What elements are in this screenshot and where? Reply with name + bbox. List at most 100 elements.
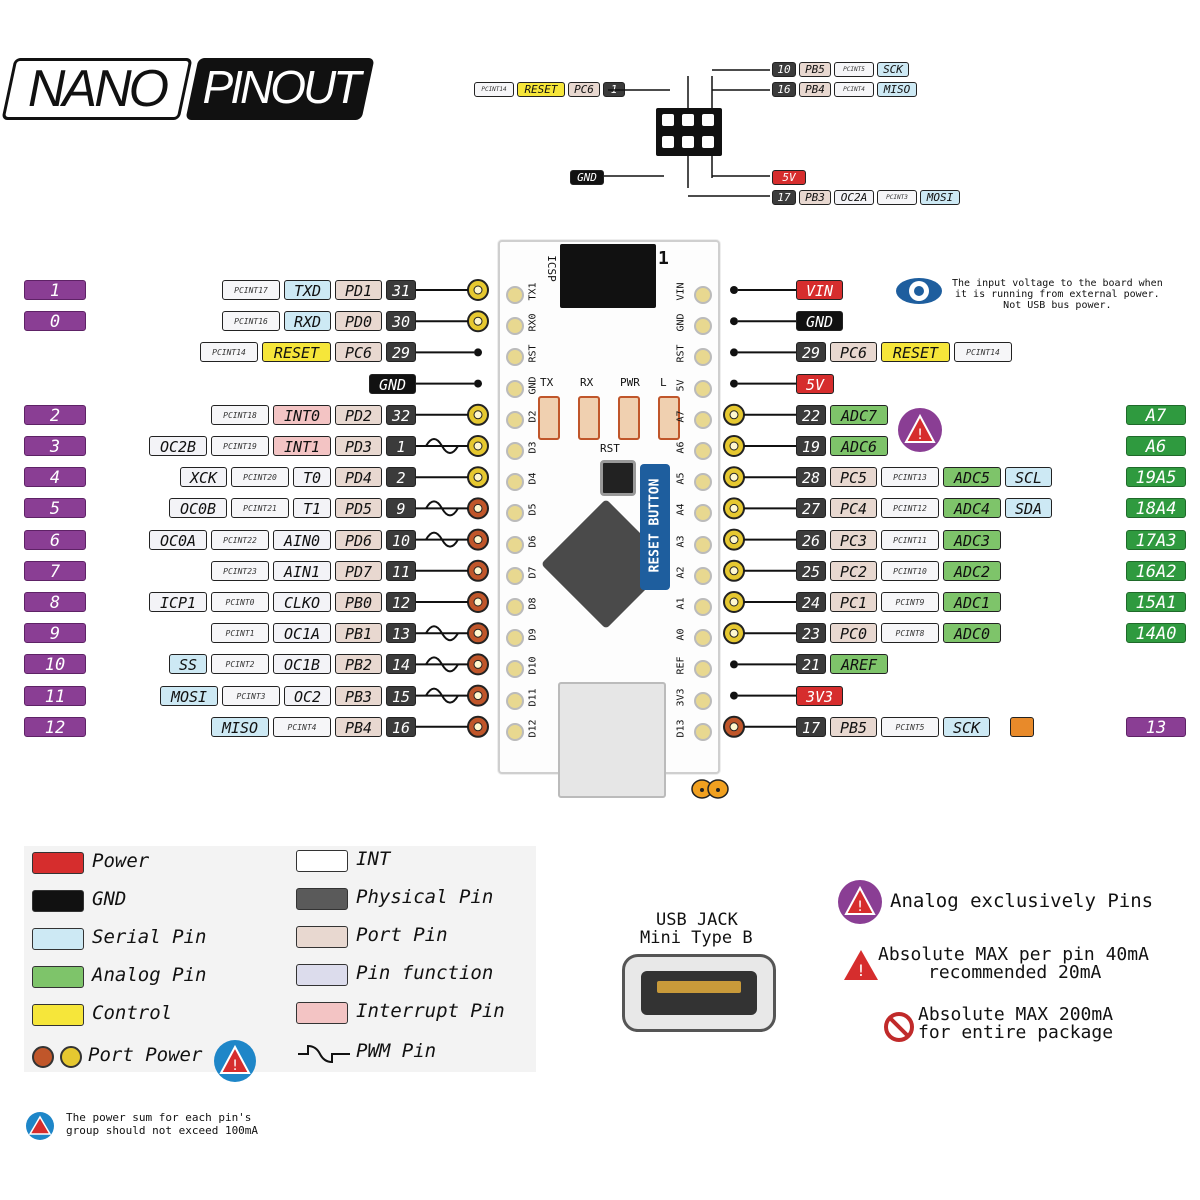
right-arduino-pin-number: A6: [1126, 436, 1186, 456]
board-pin-hole: [694, 504, 712, 523]
board-pin-hole: [506, 504, 524, 523]
legend-label: Analog Pin: [92, 964, 207, 986]
board-pin-hole: [506, 660, 524, 679]
led-label: TX: [540, 376, 554, 389]
left-arduino-pin-number: 8: [24, 592, 86, 612]
board-pin-hole: [694, 598, 712, 616]
left-pin-tag-port: PD6: [335, 529, 382, 550]
right-arduino-pin-number: 17A3: [1126, 529, 1186, 550]
legend-swatch: [32, 890, 84, 912]
left-arduino-pin-number: 9: [24, 623, 86, 644]
right-pin-tag-pcint: PCINT13: [881, 467, 939, 488]
left-pin-tag-func: AIN0: [273, 529, 331, 550]
icsp-pin: [662, 114, 674, 126]
led: [538, 396, 560, 440]
right-pin-tag-serial: SDA: [1005, 498, 1052, 519]
left-pin-tag-func: AIN1: [273, 560, 331, 581]
board-pin-hole: [694, 317, 712, 336]
right-port-dot: [730, 286, 738, 294]
led: [658, 396, 680, 440]
analog-exclusive-icon: !: [898, 408, 942, 452]
left-pin-tag-phys: 2: [386, 467, 416, 488]
legend-swatch: [296, 850, 348, 872]
left-pin-tag-pcint: PCINT3: [222, 685, 280, 706]
legend-swatch: [32, 852, 84, 874]
right-pin-tag-gnd: GND: [796, 311, 843, 332]
left-pin-tag-phys: 1: [386, 436, 416, 456]
icsp-tag: PCINT14: [474, 82, 514, 97]
right-pin-tag-analog: ADC3: [943, 529, 1001, 550]
left-pin-tag-port: PD7: [335, 560, 382, 581]
pwm-wave: [425, 625, 459, 642]
legend-label: Serial Pin: [92, 926, 207, 948]
pwm-icon: [298, 1044, 350, 1064]
left-pin-tag-phys: 15: [386, 685, 416, 706]
icsp-block: [560, 244, 656, 308]
left-pin-tag-pcint: PCINT4: [273, 716, 331, 737]
left-pin-tag-serial: TXD: [284, 280, 331, 300]
icsp-pin: [682, 114, 694, 126]
led: [618, 396, 640, 440]
left-arduino-pin-number: 2: [24, 404, 86, 425]
left-pin-tag-intr: INT1: [273, 436, 331, 456]
right-pin-tag-analog: ADC7: [830, 404, 888, 425]
right-pin-tag-phys: 22: [796, 404, 826, 425]
left-pin-tag-phys: 9: [386, 498, 416, 519]
icsp-tag: PB4: [799, 82, 831, 97]
svg-text:!: !: [232, 1058, 238, 1074]
left-arduino-pin-number: 6: [24, 529, 86, 550]
right-pin-tag-phys: 25: [796, 560, 826, 581]
right-port-dot: [730, 660, 738, 669]
left-arduino-pin-number: 12: [24, 716, 86, 737]
icsp-pin: [702, 136, 714, 148]
legend-swatch: [32, 966, 84, 988]
left-pin-tag-func: OC0B: [169, 498, 227, 519]
board-pin-hole: [506, 442, 524, 460]
board-pin-hole: [506, 629, 524, 648]
board-pin-hole: [694, 660, 712, 679]
left-pin-tag-func: OC1B: [273, 654, 331, 675]
legend-label: Interrupt Pin: [356, 1000, 505, 1022]
icsp-tag: PB5: [799, 62, 831, 77]
right-arduino-pin-number: A7: [1126, 404, 1186, 425]
legend-swatch: [296, 964, 348, 986]
left-port-dot: [474, 348, 482, 357]
left-pin-tag-intr: INT0: [273, 404, 331, 425]
footnote-line1: The power sum for each pin's: [66, 1111, 252, 1124]
icsp-5v: 5V: [772, 170, 806, 185]
left-pin-tag-func: OC1A: [273, 623, 331, 644]
reset-button[interactable]: [600, 460, 636, 496]
pwm-wave: [425, 500, 459, 517]
icsp-pin1-label: 1: [658, 248, 669, 269]
eye-icon: [896, 278, 942, 304]
rst-label: RST: [600, 442, 620, 455]
left-arduino-pin-number: 11: [24, 685, 86, 706]
icsp-tag: OC2A: [834, 190, 874, 205]
icsp-tag: 10: [772, 62, 796, 77]
legend-label: GND: [92, 888, 127, 910]
left-pin-tag-serial: SS: [169, 654, 207, 675]
left-pin-tag-func: CLKO: [273, 592, 331, 612]
right-port-dot: [730, 691, 738, 700]
board-pin-hole: [506, 317, 524, 336]
board-pin-hole: [694, 473, 712, 492]
board-pin-hole: [506, 535, 524, 554]
board-pin-hole: [506, 566, 524, 585]
pin-wires: [416, 69, 796, 738]
left-pin-tag-port: PD2: [335, 404, 382, 425]
right-arduino-pin-number: 14A0: [1126, 623, 1186, 644]
legend-label: Physical Pin: [356, 886, 494, 908]
left-pin-tag-phys: 30: [386, 311, 416, 332]
right-pin-tag-analog: ADC4: [943, 498, 1001, 519]
left-pin-tag-pcint: PCINT23: [211, 560, 269, 581]
right-pin-tag-port: PC3: [830, 529, 877, 550]
legend-swatch: [296, 888, 348, 910]
left-pin-tag-func: T0: [293, 467, 331, 488]
left-pin-tag-port: PB3: [335, 685, 382, 706]
right-pin-tag-port: PC5: [830, 467, 877, 488]
left-arduino-pin-number: 5: [24, 498, 86, 519]
icsp-tag: PC6: [568, 82, 600, 97]
right-port-dot: [730, 317, 738, 326]
right-pin-tag-port: PC0: [830, 623, 877, 644]
left-port-dot: [474, 379, 482, 388]
